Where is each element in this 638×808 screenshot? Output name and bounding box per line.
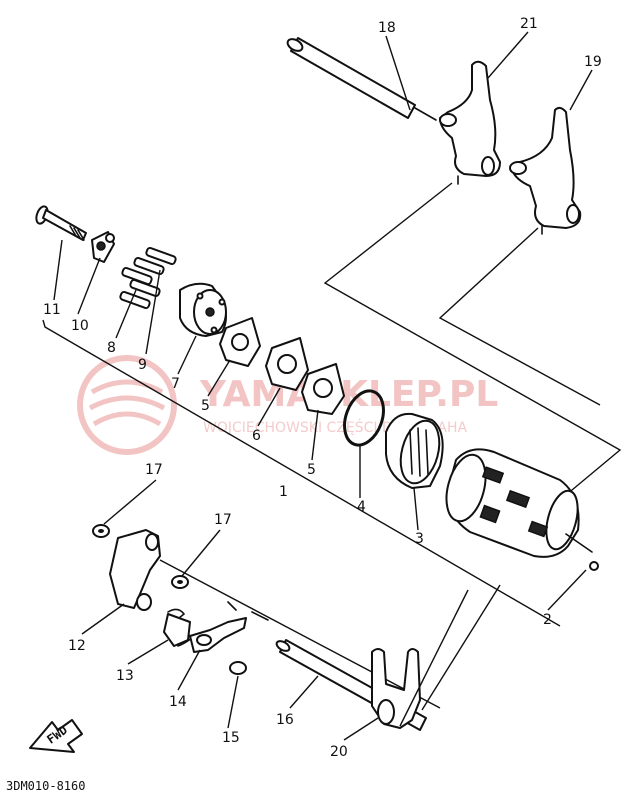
callout-11: 11 <box>43 302 61 318</box>
cam-plate-5a <box>219 317 261 367</box>
callout-6: 6 <box>252 428 261 444</box>
washer-17a <box>92 524 110 538</box>
guide-bar <box>286 37 437 121</box>
callout-15: 15 <box>222 730 240 746</box>
fork-21-route <box>323 182 622 501</box>
callout-labels: 1 2 3 4 5 5 6 7 8 9 10 11 12 13 14 15 16… <box>43 16 602 760</box>
shift-fork-21 <box>439 60 501 185</box>
bolt <box>35 205 87 241</box>
callout-18: 18 <box>378 20 396 36</box>
callout-2: 2 <box>543 612 552 628</box>
leader-lines <box>53 31 593 741</box>
callout-16: 16 <box>276 712 294 728</box>
fork-19-route <box>438 227 601 406</box>
callout-17b: 17 <box>214 512 232 528</box>
callout-5b: 5 <box>307 462 316 478</box>
segment <box>179 282 227 337</box>
cam-plate-5b <box>301 363 345 415</box>
drawing-code: 3DM010-8160 <box>6 779 85 793</box>
bearing <box>385 412 444 489</box>
callout-10: 10 <box>71 318 89 334</box>
cam-plate-6 <box>265 337 309 391</box>
callout-12: 12 <box>68 638 86 654</box>
callout-4: 4 <box>357 499 366 515</box>
shift-lever-14 <box>189 601 269 653</box>
callout-9: 9 <box>138 357 147 373</box>
callout-3: 3 <box>415 531 424 547</box>
callout-7: 7 <box>171 376 180 392</box>
washer-17b <box>171 575 189 589</box>
circlip <box>343 389 385 447</box>
callout-20: 20 <box>330 744 348 760</box>
stopper-lever <box>91 231 115 263</box>
watermark-logo-icon <box>77 355 177 455</box>
callout-5a: 5 <box>201 398 210 414</box>
circlip-15 <box>229 661 247 675</box>
shift-arm <box>109 529 441 709</box>
segment-pins <box>119 246 177 310</box>
callout-19: 19 <box>584 54 602 70</box>
section-baseline <box>42 319 561 627</box>
shift-fork-19 <box>509 106 582 235</box>
callout-21: 21 <box>520 16 538 32</box>
callout-17a: 17 <box>145 462 163 478</box>
shift-fork-20 <box>371 584 501 729</box>
callout-13: 13 <box>116 668 134 684</box>
callout-8: 8 <box>107 340 116 356</box>
callout-1: 1 <box>279 484 288 500</box>
shift-drum <box>445 448 599 571</box>
fwd-arrow-icon: FWD <box>29 719 83 753</box>
callout-14: 14 <box>169 694 187 710</box>
